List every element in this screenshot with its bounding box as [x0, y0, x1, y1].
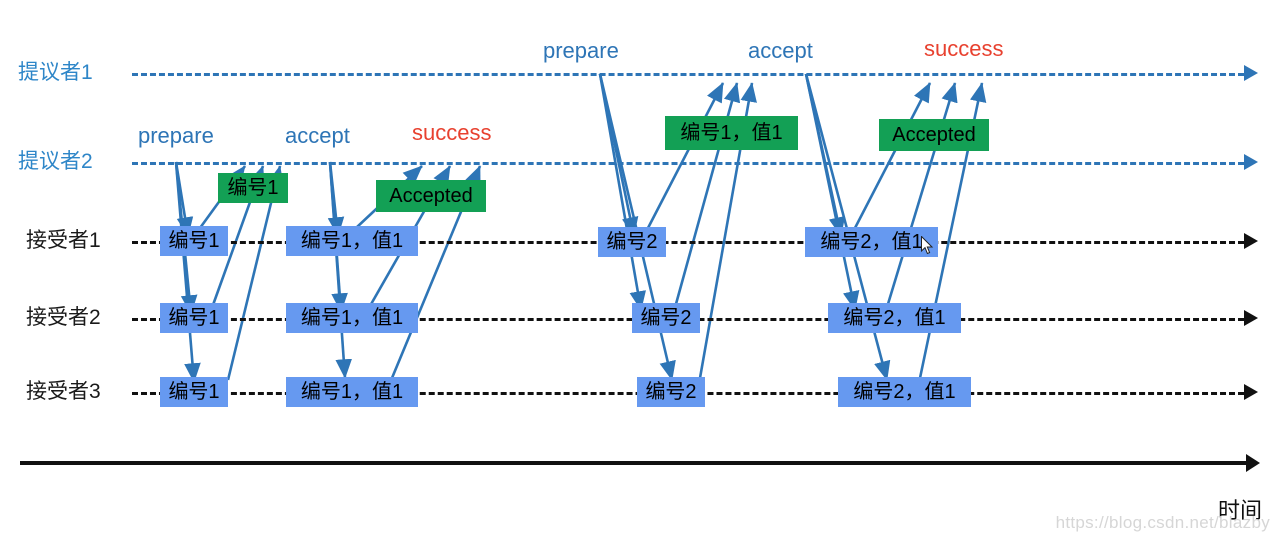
watermark: https://blog.csdn.net/blazby: [1055, 513, 1270, 532]
lifeline-head-acceptor2: [1244, 310, 1258, 326]
message-box-a3-accept-1: 编号1，值1: [286, 377, 418, 407]
lifeline-head-proposer1: [1244, 65, 1258, 81]
message-box-a1-prepare-2: 编号2: [598, 227, 666, 257]
message-box-a3-prepare-2: 编号2: [637, 377, 705, 407]
arrow-p1-prepare-a1: [598, 73, 639, 237]
message-box-p1-prepare-reply: 编号1，值1: [665, 116, 798, 150]
lifeline-head-acceptor3: [1244, 384, 1258, 400]
arrow-p2-accept-a1: [327, 161, 345, 237]
arrow-a1-accepted-p1: [853, 82, 932, 229]
arrow-p1-accept-a2: [804, 73, 860, 311]
caption-success-1: success: [412, 120, 492, 145]
message-box-a2-accept-2: 编号2，值1: [828, 303, 961, 333]
caption-accept-2: accept: [748, 38, 813, 63]
lifeline-head-acceptor1: [1244, 233, 1258, 249]
caption-accept-1: accept: [285, 123, 350, 148]
lifeline-proposer1: [132, 73, 1244, 76]
message-box-p1-accepted: Accepted: [879, 119, 989, 151]
caption-prepare-2: prepare: [543, 38, 619, 63]
message-box-a3-prepare-1: 编号1: [160, 377, 228, 407]
lane-label-acceptor1: 接受者1: [26, 229, 101, 252]
mouse-cursor-icon: [921, 236, 934, 255]
lifeline-head-proposer2: [1244, 154, 1258, 170]
message-box-a1-prepare-1: 编号1: [160, 226, 228, 256]
lane-label-proposer2: 提议者2: [18, 150, 93, 173]
arrow-p1-prepare-a2: [598, 73, 646, 311]
lane-label-acceptor2: 接受者2: [26, 306, 101, 329]
arrow-p2-accept-a3: [328, 161, 353, 379]
message-box-a1-accept-2: 编号2，值1: [805, 227, 938, 257]
time-axis-arrowhead: [1246, 454, 1260, 472]
message-box-a1-accept-1: 编号1，值1: [286, 226, 418, 256]
caption-prepare-1: prepare: [138, 123, 214, 148]
message-box-a2-accept-1: 编号1，值1: [286, 303, 418, 333]
arrow-p2-prepare-a1: [174, 161, 194, 237]
caption-success-2: success: [924, 36, 1004, 61]
arrow-p2-prepare-a3: [174, 161, 201, 383]
arrow-p1-accept-a1: [804, 73, 846, 237]
lane-label-acceptor3: 接受者3: [26, 380, 101, 403]
lane-label-proposer1: 提议者1: [18, 61, 93, 84]
time-axis-label: 时间: [1217, 498, 1262, 523]
message-box-a2-prepare-2: 编号2: [632, 303, 700, 333]
message-box-p2-prepare-reply: 编号1: [218, 173, 288, 203]
arrow-a1-reply-p1: [646, 82, 725, 229]
lifeline-proposer2: [132, 162, 1244, 165]
arrow-a2-accepted-p1: [886, 82, 958, 305]
time-axis-line: [20, 461, 1250, 465]
message-box-p2-accepted: Accepted: [376, 180, 486, 212]
message-box-a3-accept-2: 编号2，值1: [838, 377, 971, 407]
message-box-a2-prepare-1: 编号1: [160, 303, 228, 333]
